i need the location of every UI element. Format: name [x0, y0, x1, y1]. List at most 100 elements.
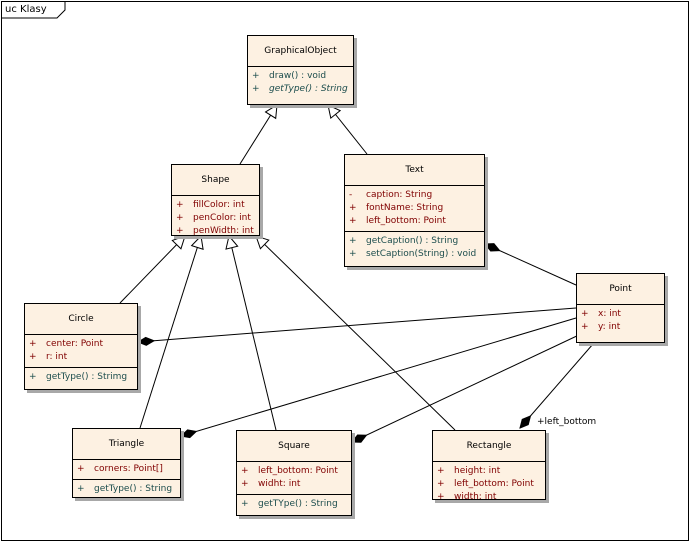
visibility-marker: + — [349, 236, 357, 246]
attribute-row[interactable]: + left_bottom: Point — [437, 478, 541, 491]
attribute-row[interactable]: + corners: Point[] — [77, 463, 176, 476]
attribute-text: r: int — [46, 352, 68, 362]
attribute-text: fontName: String — [366, 203, 444, 213]
visibility-marker: + — [29, 372, 37, 382]
attribute-row[interactable]: + fillColor: int — [176, 199, 255, 212]
attribute-text: widht: int — [258, 479, 301, 489]
attribute-text: fillColor: int — [193, 200, 245, 210]
class-name: Shape — [172, 165, 259, 196]
operation-row[interactable]: + setCaption(String) : void — [349, 248, 480, 261]
operations-compartment: + getType() : Strimg — [25, 368, 137, 387]
operation-row[interactable]: + getTYpe() : String — [241, 498, 347, 511]
attribute-row[interactable]: +y: int — [581, 321, 660, 334]
attributes-compartment: - caption: String + fontName: String + left_b… — [345, 186, 484, 232]
class-name: Point — [577, 274, 664, 305]
operation-text: getCaption() : String — [366, 236, 459, 246]
attributes-compartment: +fillColor: int+penColor: int+penWidth: … — [172, 196, 259, 241]
operation-text: getType() : Strimg — [46, 372, 128, 382]
visibility-marker: + — [241, 499, 249, 509]
operation-row[interactable]: +getType() : String — [252, 83, 349, 96]
attribute-row[interactable]: + left_bottom: Point — [349, 215, 480, 228]
visibility-marker: + — [349, 203, 357, 213]
visibility-marker: + — [176, 226, 184, 236]
role-label-left-bottom: +left_bottom — [537, 417, 597, 427]
class-name: Circle — [25, 304, 137, 335]
attribute-text: left_bottom: Point — [258, 466, 338, 476]
generalization-circle-shape — [119, 236, 185, 304]
attribute-text: left_bottom: Point — [454, 479, 534, 489]
composition-square-point — [352, 333, 582, 442]
generalization-rectangle-shape — [256, 236, 456, 431]
composition-circle-point — [138, 307, 577, 342]
visibility-marker: + — [349, 249, 357, 259]
attribute-row[interactable]: + fontName: String — [349, 202, 480, 215]
class-point[interactable]: Point+x: int+y: int — [576, 273, 665, 343]
attribute-row[interactable]: - caption: String — [349, 189, 480, 202]
class-name: GraphicalObject — [248, 36, 353, 67]
visibility-marker: + — [77, 464, 85, 474]
visibility-marker: + — [176, 200, 184, 210]
class-name: Square — [237, 431, 351, 462]
composition-triangle-point — [181, 317, 577, 436]
operation-row[interactable]: + getCaption() : String — [349, 235, 480, 248]
class-name: Rectangle — [433, 431, 545, 462]
attribute-row[interactable]: + left_bottom: Point — [241, 465, 347, 478]
generalization-text-graphicalobject — [328, 105, 368, 155]
attribute-text: width: int — [454, 492, 497, 502]
operation-row[interactable]: + draw() : void — [252, 70, 349, 83]
attribute-text: center: Point — [46, 339, 104, 349]
visibility-marker: + — [29, 339, 37, 349]
attributes-compartment: + left_bottom: Point + widht: int — [237, 462, 351, 495]
attributes-compartment: +x: int+y: int — [577, 305, 664, 337]
class-text[interactable]: Text - caption: String + fontName: String + le… — [344, 154, 485, 267]
visibility-marker: + — [241, 466, 249, 476]
class-name: Text — [345, 155, 484, 186]
attribute-text: penWidth: int — [193, 226, 254, 236]
visibility-marker: + — [252, 71, 260, 81]
attributes-compartment: + center: Point + r: int — [25, 335, 137, 368]
visibility-marker: + — [77, 484, 85, 494]
visibility-marker: + — [437, 479, 445, 489]
frame-tab-outline — [1, 1, 66, 19]
frame-label: uc Klasy — [5, 4, 47, 15]
class-circle[interactable]: Circle + center: Point + r: int + getType() : … — [24, 303, 138, 390]
attribute-row[interactable]: + center: Point — [29, 338, 133, 351]
class-square[interactable]: Square + left_bottom: Point + widht: int + get… — [236, 430, 352, 516]
attribute-text: caption: String — [366, 190, 433, 200]
operation-text: getType() : String — [269, 84, 348, 94]
attributes-compartment: + corners: Point[] — [73, 460, 180, 480]
operation-row[interactable]: + getType() : String — [77, 483, 176, 496]
operation-row[interactable]: + getType() : Strimg — [29, 371, 133, 384]
attribute-text: penColor: int — [193, 213, 251, 223]
attribute-row[interactable]: + height: int — [437, 465, 541, 478]
visibility-marker: + — [437, 466, 445, 476]
visibility-marker: + — [581, 309, 589, 319]
class-triangle[interactable]: Triangle+corners: Point[]+getType() : St… — [72, 428, 181, 498]
attribute-row[interactable]: +x: int — [581, 308, 660, 321]
attribute-row[interactable]: + widht: int — [241, 478, 347, 491]
visibility-marker: + — [349, 216, 357, 226]
class-rectangle[interactable]: Rectangle + height: int + left_bottom: Point… — [432, 430, 546, 502]
attribute-text: left_bottom: Point — [366, 216, 446, 226]
attribute-text: height: int — [454, 466, 501, 476]
operation-text: getTYpe() : String — [258, 499, 338, 509]
operation-text: draw() : void — [269, 71, 327, 81]
visibility-marker: + — [29, 352, 37, 362]
attribute-row[interactable]: +width: int — [437, 491, 541, 504]
visibility-marker: + — [241, 479, 249, 489]
class-graphicalobject[interactable]: GraphicalObject + draw() : void +getType() … — [247, 35, 354, 105]
operation-text: setCaption(String) : void — [366, 249, 477, 259]
attribute-text: corners: Point[] — [94, 464, 163, 474]
attribute-row[interactable]: + r: int — [29, 351, 133, 364]
visibility-marker: - — [349, 190, 353, 200]
attributes-compartment: + height: int + left_bottom: Point +width: i… — [433, 462, 545, 507]
attribute-row[interactable]: +penColor: int — [176, 212, 255, 225]
visibility-marker: + — [581, 322, 589, 332]
operations-compartment: + draw() : void +getType() : String — [248, 67, 353, 99]
attribute-row[interactable]: + penWidth: int — [176, 225, 255, 238]
generalization-triangle-shape — [139, 236, 201, 429]
composition-text-point — [485, 244, 577, 286]
class-shape[interactable]: Shape+fillColor: int+penColor: int+penWi… — [171, 164, 260, 236]
operation-text: getType() : String — [94, 484, 173, 494]
